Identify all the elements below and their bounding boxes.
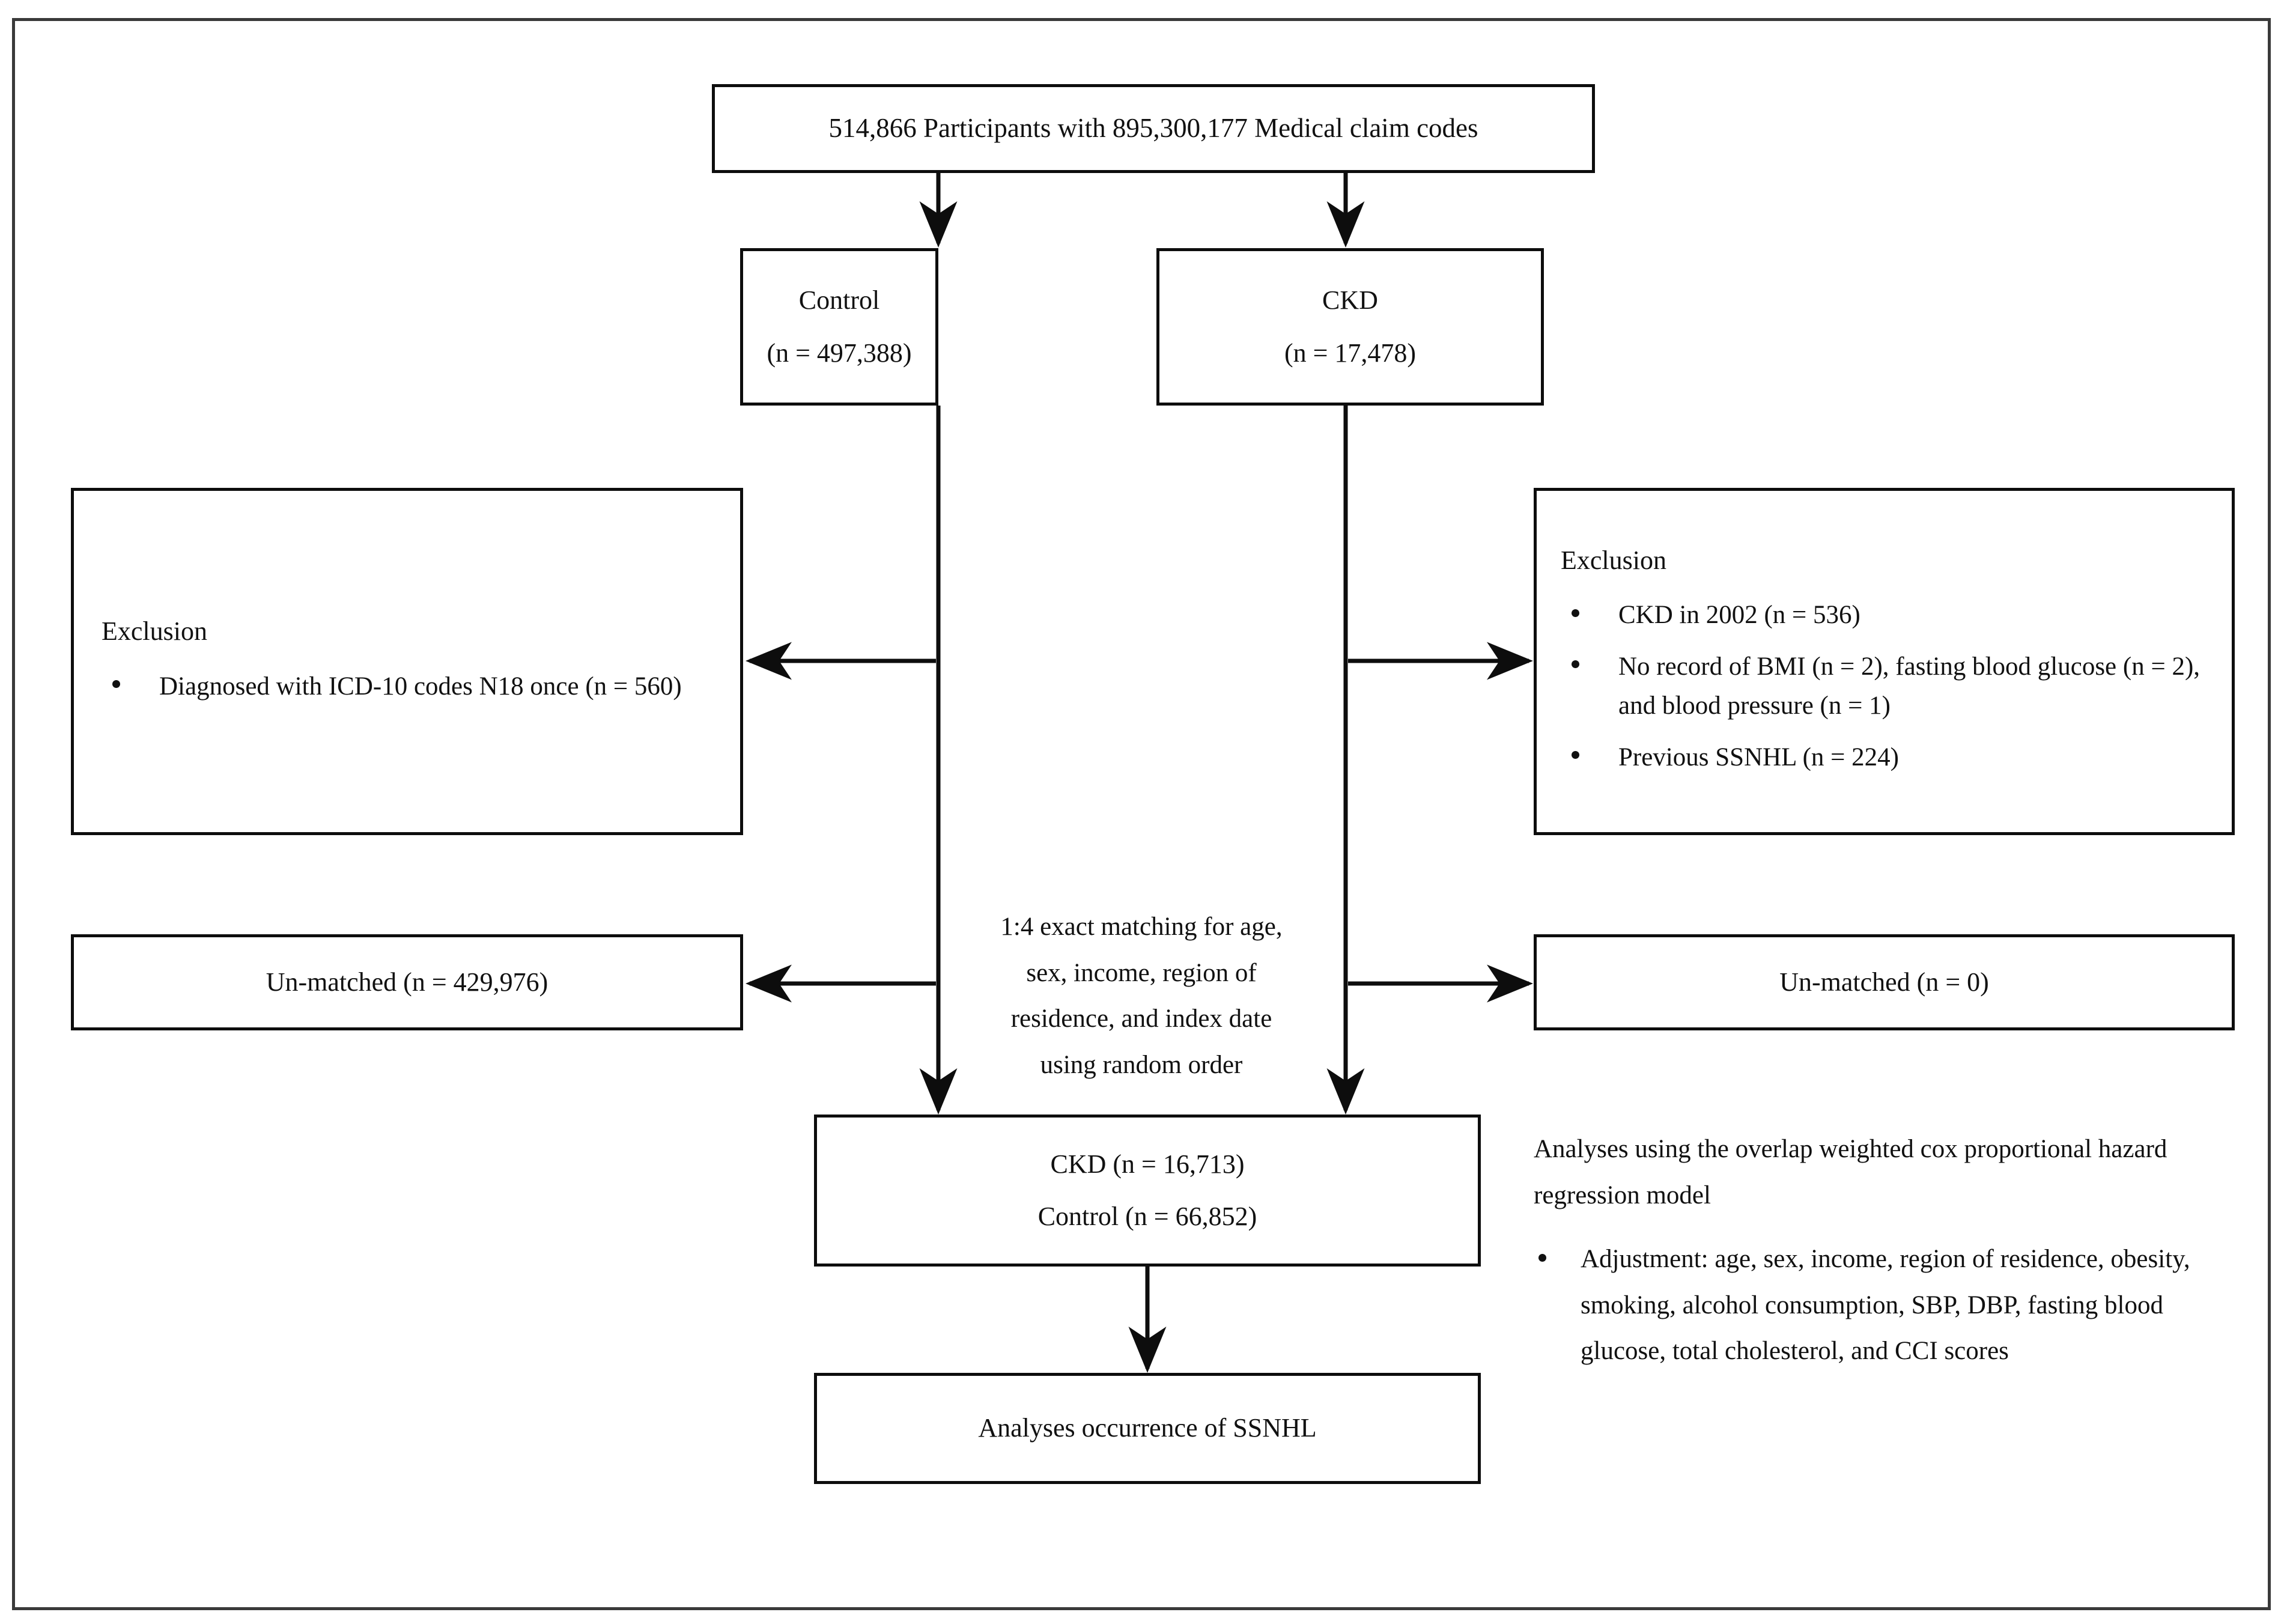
unmatched-control-label: Un-matched (n = 429,976): [266, 967, 548, 997]
bullet-dot-icon: [1538, 1254, 1546, 1262]
exclusion-ckd-item-2: Previous SSNHL (n = 224): [1618, 743, 1899, 771]
list-item: No record of BMI (n = 2), fasting blood …: [1561, 647, 2208, 726]
analyses-heading: Analyses using the overlap weighted cox …: [1534, 1135, 2167, 1209]
exclusion-control-title: Exclusion: [102, 616, 207, 646]
ckd-label: CKD: [1322, 285, 1378, 315]
node-exclusion-control: Exclusion Diagnosed with ICD-10 codes N1…: [71, 488, 743, 835]
bullet-dot-icon: [1572, 609, 1579, 617]
exclusion-control-list: Diagnosed with ICD-10 codes N18 once (n …: [102, 667, 712, 706]
node-outcome: Analyses occurrence of SSNHL: [814, 1373, 1481, 1484]
matching-line-3: residence, and index date: [1010, 1005, 1272, 1033]
matching-line-1: 1:4 exact matching for age,: [1000, 913, 1283, 941]
list-item: CKD in 2002 (n = 536): [1561, 595, 2208, 634]
node-unmatched-control: Un-matched (n = 429,976): [71, 934, 743, 1030]
ckd-count: (n = 17,478): [1284, 338, 1417, 368]
matched-control-line: Control (n = 66,852): [1037, 1201, 1257, 1231]
matching-line-2: sex, income, region of: [1026, 958, 1257, 987]
node-unmatched-ckd: Un-matched (n = 0): [1534, 934, 2235, 1030]
node-matched-cohort: CKD (n = 16,713) Control (n = 66,852): [814, 1115, 1481, 1267]
control-count: (n = 497,388): [767, 338, 912, 368]
exclusion-ckd-list: CKD in 2002 (n = 536) No record of BMI (…: [1561, 595, 2208, 776]
analyses-item-0: Adjustment: age, sex, income, region of …: [1581, 1245, 2190, 1366]
matched-ckd-line: CKD (n = 16,713): [1050, 1149, 1245, 1179]
exclusion-ckd-item-1: No record of BMI (n = 2), fasting blood …: [1618, 652, 2200, 720]
exclusion-control-item-0: Diagnosed with ICD-10 codes N18 once (n …: [159, 672, 682, 701]
list-item: Previous SSNHL (n = 224): [1561, 738, 2208, 777]
control-label: Control: [798, 285, 880, 315]
node-control-cohort: Control (n = 497,388): [740, 248, 938, 406]
exclusion-ckd-title: Exclusion: [1561, 546, 1666, 576]
analyses-annotation: Analyses using the overlap weighted cox …: [1534, 1127, 2243, 1375]
analyses-list: Adjustment: age, sex, income, region of …: [1534, 1236, 2243, 1375]
list-item: Diagnosed with ICD-10 codes N18 once (n …: [102, 667, 712, 706]
node-exclusion-ckd: Exclusion CKD in 2002 (n = 536) No recor…: [1534, 488, 2235, 835]
list-item: Adjustment: age, sex, income, region of …: [1534, 1236, 2243, 1375]
exclusion-ckd-item-0: CKD in 2002 (n = 536): [1618, 601, 1860, 630]
matching-line-4: using random order: [1040, 1050, 1243, 1079]
bullet-dot-icon: [1572, 660, 1579, 669]
outcome-label: Analyses occurrence of SSNHL: [978, 1413, 1317, 1443]
bullet-dot-icon: [112, 680, 120, 688]
matching-annotation: 1:4 exact matching for age, sex, income,…: [949, 904, 1334, 1088]
total-participants-label: 514,866 Participants with 895,300,177 Me…: [828, 113, 1478, 144]
node-total-participants: 514,866 Participants with 895,300,177 Me…: [712, 84, 1595, 173]
bullet-dot-icon: [1572, 750, 1579, 759]
node-ckd-cohort: CKD (n = 17,478): [1156, 248, 1544, 406]
unmatched-ckd-label: Un-matched (n = 0): [1779, 967, 1989, 997]
